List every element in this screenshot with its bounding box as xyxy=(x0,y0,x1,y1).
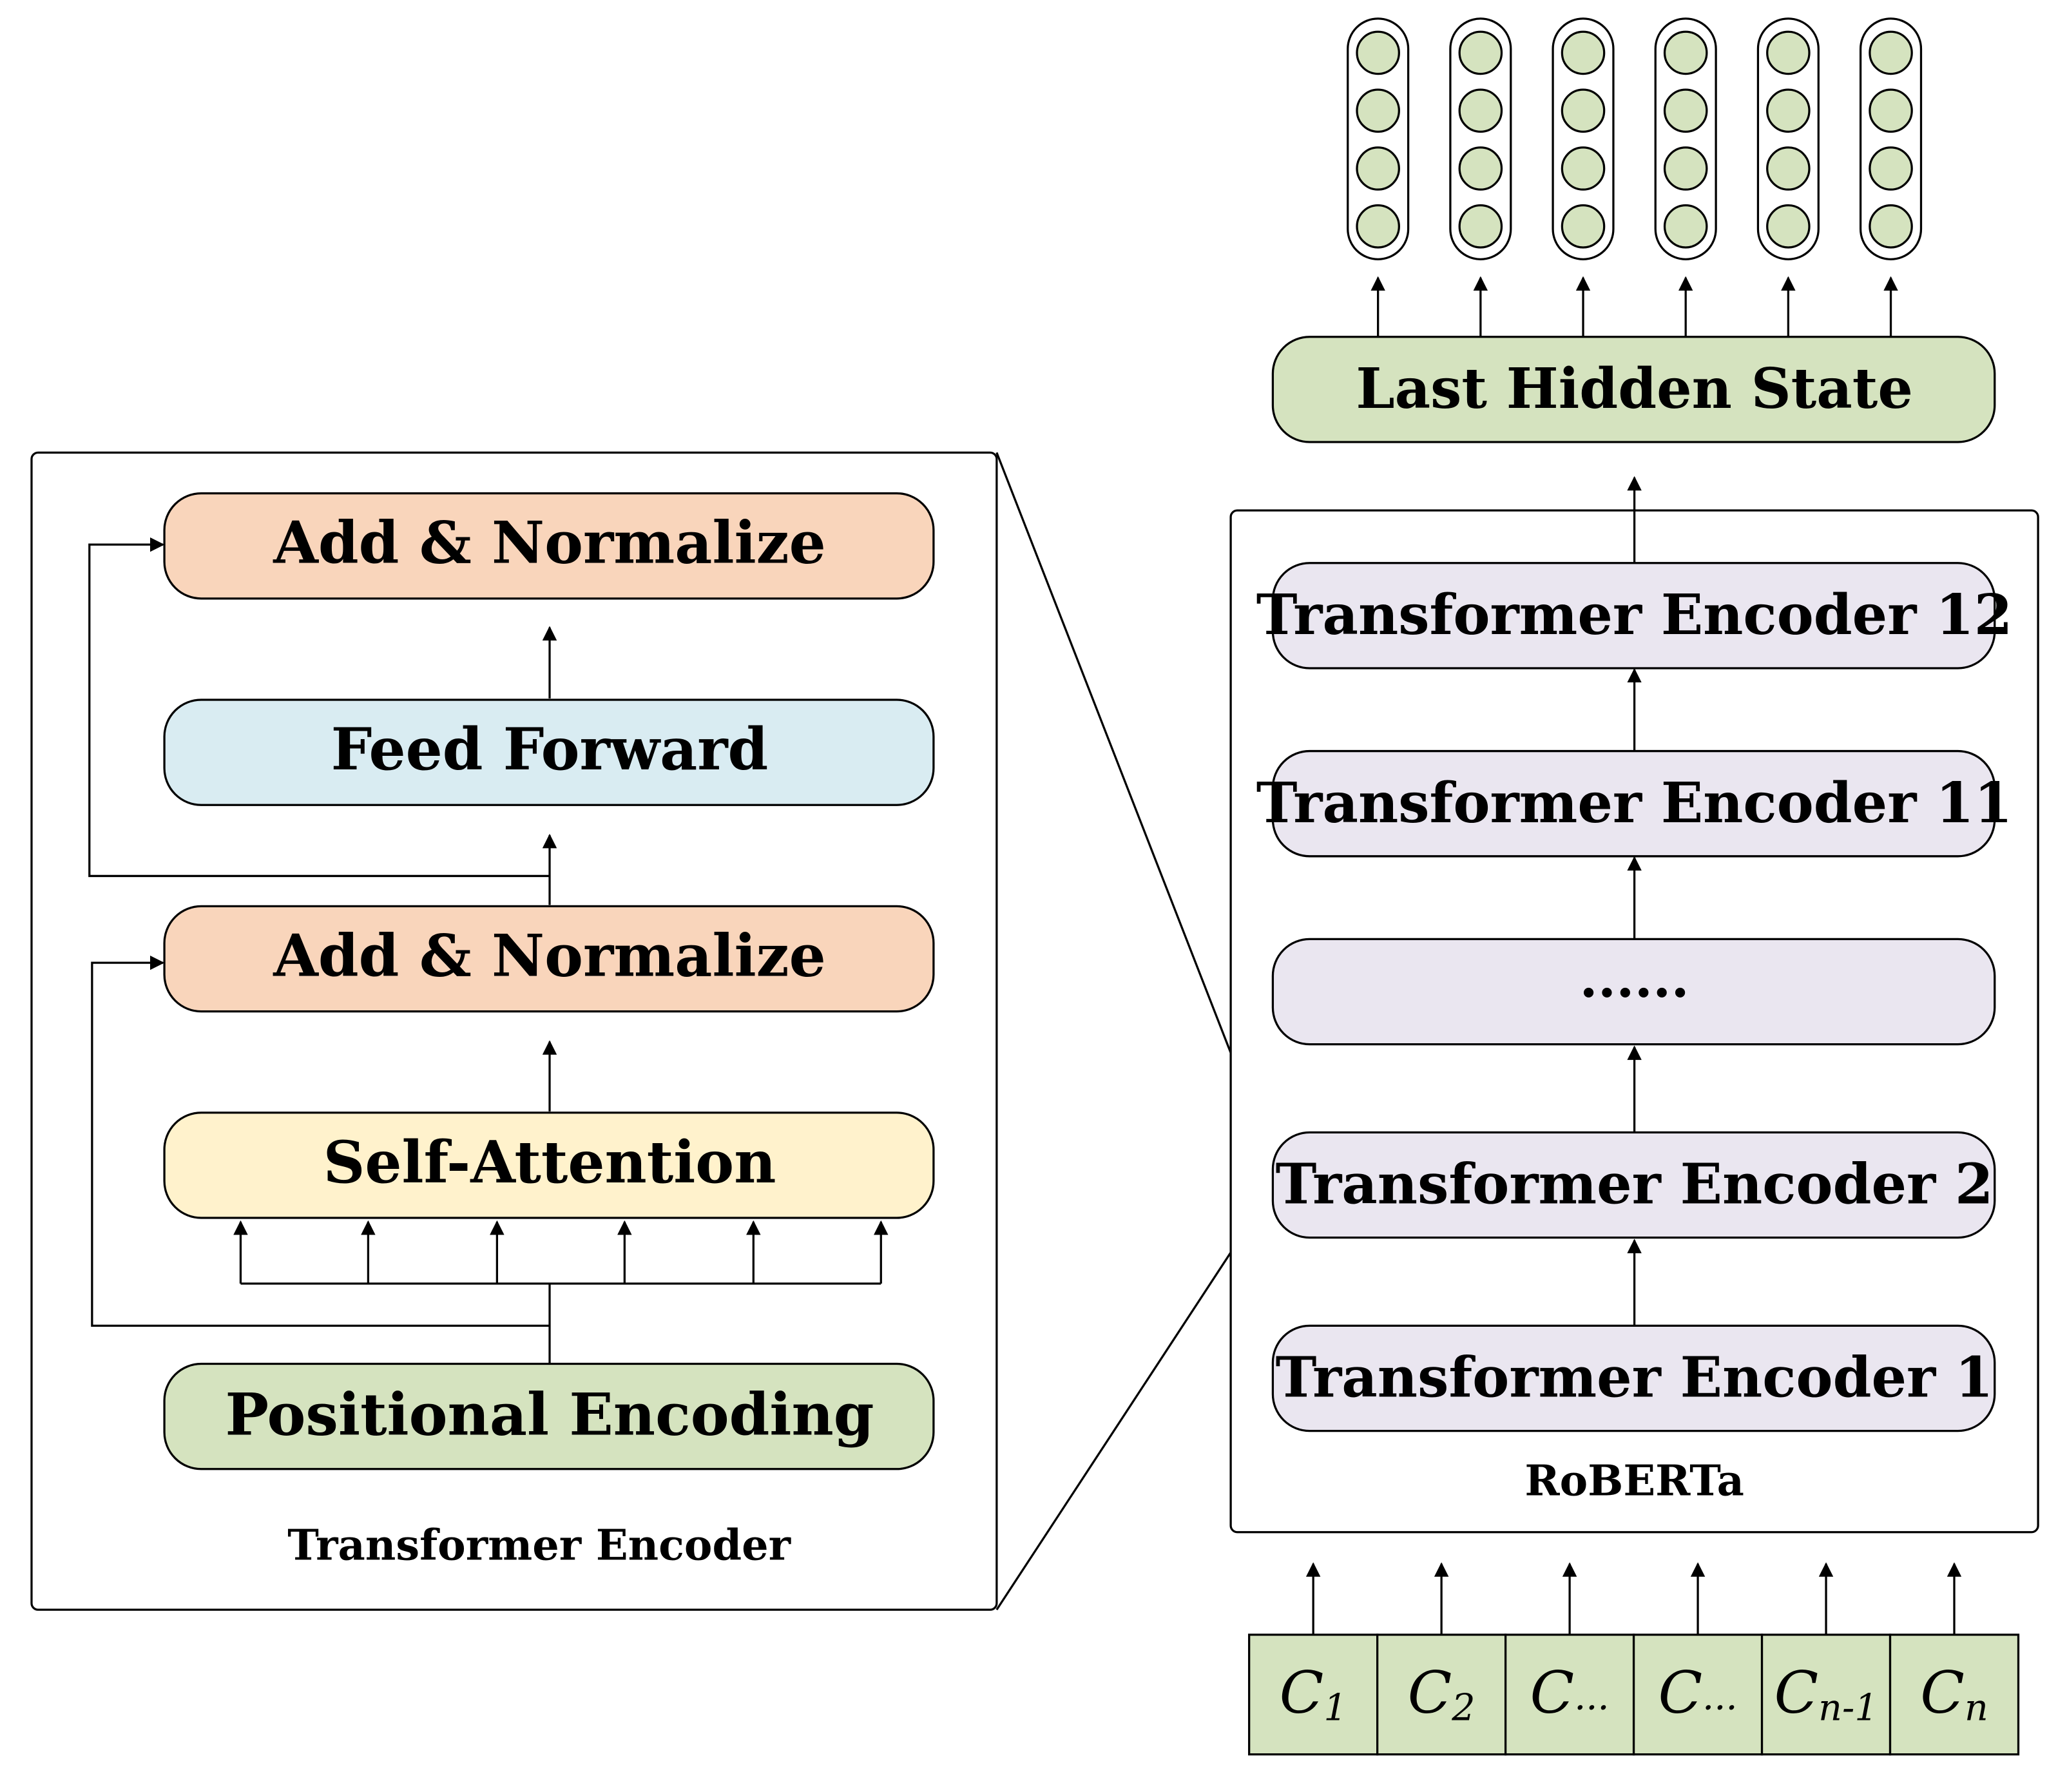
left-panel-connectors xyxy=(88,537,889,1365)
add-normalize-top-label: Add & Normalize xyxy=(273,510,826,577)
input-token-label: Cn-1 xyxy=(1774,1659,1878,1729)
vector-unit-circle xyxy=(1458,88,1503,133)
vector-unit-circle xyxy=(1458,146,1503,191)
input-token-cell xyxy=(1632,1633,1764,1756)
vector-unit-circle xyxy=(1561,88,1606,133)
input-token: C2 xyxy=(1376,1562,1507,1756)
add-normalize-bottom-label: Add & Normalize xyxy=(273,923,826,990)
input-token-cell xyxy=(1760,1633,1892,1756)
output-vector xyxy=(1756,17,1820,337)
vector-unit-circle xyxy=(1869,88,1913,133)
output-vector xyxy=(1449,17,1512,337)
transformer-encoder-2-box xyxy=(1271,1131,1996,1239)
vector-capsule xyxy=(1859,17,1923,260)
input-token: C··· xyxy=(1632,1562,1764,1756)
vector-unit-circle xyxy=(1561,30,1606,75)
input-token: C1 xyxy=(1248,1562,1379,1756)
feed-forward-label: Feed Forward xyxy=(331,716,769,784)
input-token: Cn-1 xyxy=(1760,1562,1892,1756)
vector-unit-circle xyxy=(1356,204,1400,249)
ellipsis-encoder-label: ...... xyxy=(1579,948,1689,1010)
input-token: Cn xyxy=(1889,1562,2020,1756)
vector-unit-circle xyxy=(1356,146,1400,191)
vector-unit-circle xyxy=(1766,146,1811,191)
vector-capsule xyxy=(1552,17,1615,260)
transformer-encoder-12-box xyxy=(1271,562,1996,670)
vector-unit-circle xyxy=(1869,30,1913,75)
input-token-cell xyxy=(1504,1633,1635,1756)
positional-encoding-label: Positional Encoding xyxy=(225,1382,874,1449)
input-token-label: Cn xyxy=(1920,1659,1988,1729)
input-token-label: C··· xyxy=(1658,1659,1737,1729)
self-attention-label: Self-Attention xyxy=(323,1129,776,1197)
vector-unit-circle xyxy=(1766,204,1811,249)
zoom-connector-top xyxy=(995,452,1273,1158)
transformer-encoder-1-label: Transformer Encoder 1 xyxy=(1276,1346,1994,1411)
vector-capsule xyxy=(1756,17,1820,260)
last-hidden-state-box xyxy=(1271,336,1996,443)
add-normalize-bottom-box xyxy=(163,905,935,1013)
transformer-encoder-caption: Transformer Encoder xyxy=(287,1521,791,1570)
output-vectors xyxy=(1347,17,1923,337)
feed-forward-box xyxy=(163,698,935,806)
input-token-cell xyxy=(1889,1633,2020,1756)
vector-capsule xyxy=(1449,17,1512,260)
input-token-label: C1 xyxy=(1280,1659,1347,1729)
transformer-encoder-2-label: Transformer Encoder 2 xyxy=(1276,1153,1994,1217)
roberta-caption: RoBERTa xyxy=(1524,1457,1744,1506)
vector-unit-circle xyxy=(1458,30,1503,75)
vector-unit-circle xyxy=(1869,204,1913,249)
vector-capsule xyxy=(1347,17,1410,260)
output-vector xyxy=(1347,17,1410,337)
vector-unit-circle xyxy=(1356,88,1400,133)
ellipsis-encoder-box xyxy=(1271,938,1996,1046)
transformer-encoder-12-label: Transformer Encoder 12 xyxy=(1256,583,2013,648)
zoom-connector-bottom xyxy=(995,1190,1273,1611)
vector-unit-circle xyxy=(1663,30,1708,75)
vector-unit-circle xyxy=(1766,88,1811,133)
output-vector xyxy=(1859,17,1923,337)
vector-unit-circle xyxy=(1561,146,1606,191)
vector-unit-circle xyxy=(1663,204,1708,249)
output-vector xyxy=(1654,17,1717,337)
transformer-encoder-11-box xyxy=(1271,749,1996,858)
output-vector xyxy=(1552,17,1615,337)
transformer-encoder-11-label: Transformer Encoder 11 xyxy=(1256,771,2013,836)
vector-unit-circle xyxy=(1869,146,1913,191)
positional-encoding-box xyxy=(163,1362,935,1470)
input-token: C··· xyxy=(1504,1562,1635,1756)
vector-unit-circle xyxy=(1356,30,1400,75)
input-token-label: C2 xyxy=(1408,1659,1476,1729)
vector-unit-circle xyxy=(1766,30,1811,75)
transformer-encoder-1-box xyxy=(1271,1324,1996,1432)
input-token-label: C··· xyxy=(1530,1659,1610,1729)
vector-unit-circle xyxy=(1663,88,1708,133)
vector-unit-circle xyxy=(1458,204,1503,249)
vector-unit-circle xyxy=(1663,146,1708,191)
input-token-cell xyxy=(1376,1633,1507,1756)
input-tokens: C1 C2 C··· C··· Cn-1 Cn xyxy=(1248,1562,2020,1756)
vector-capsule xyxy=(1654,17,1717,260)
self-attention-box xyxy=(163,1112,935,1219)
add-normalize-top-box xyxy=(163,492,935,600)
last-hidden-state-label: Last Hidden State xyxy=(1356,357,1913,421)
vector-unit-circle xyxy=(1561,204,1606,249)
